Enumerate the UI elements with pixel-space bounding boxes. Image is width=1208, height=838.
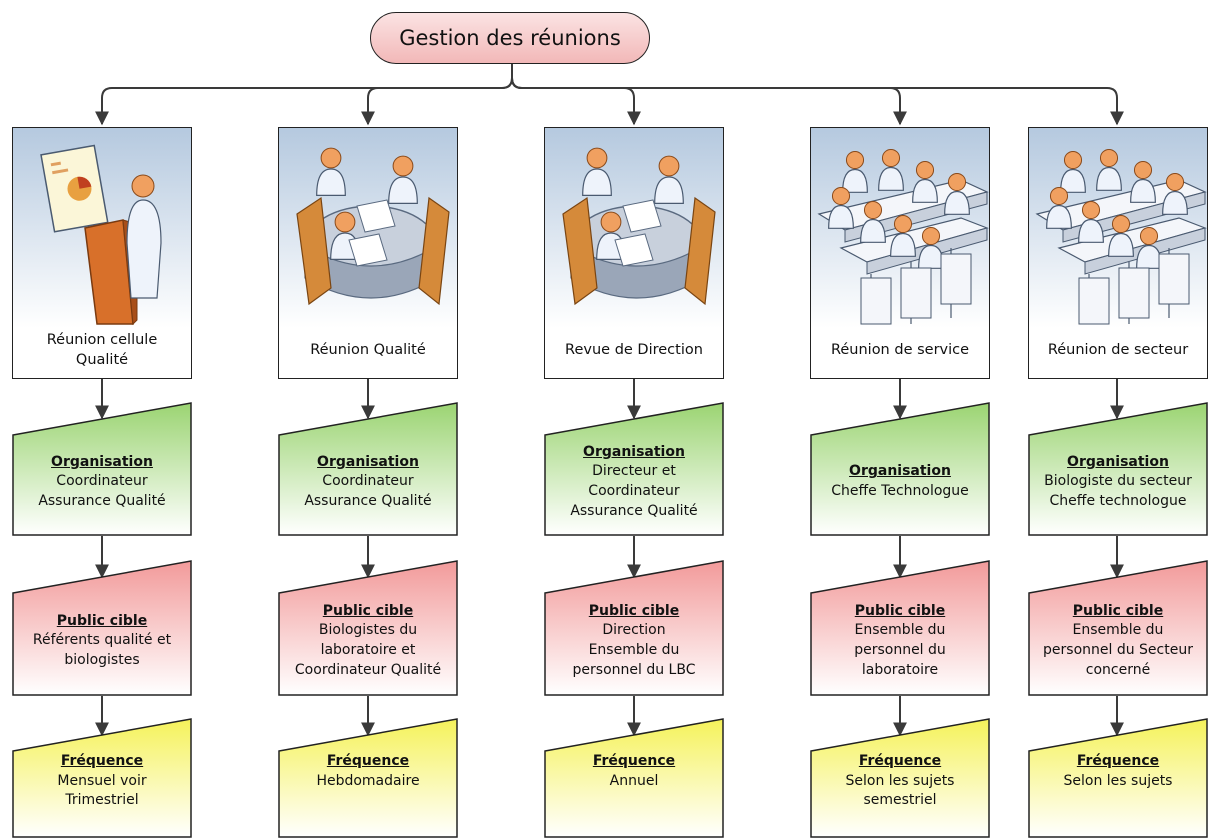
frequence-heading: Fréquence bbox=[60, 753, 144, 769]
frequence-box: Fréquence Hebdomadaire bbox=[278, 718, 458, 838]
organisation-heading: Organisation bbox=[583, 443, 685, 460]
organisation-box: Organisation Cheffe Technologue bbox=[810, 402, 990, 536]
meeting-name: Réunion de service bbox=[830, 342, 970, 359]
organisation-heading: Organisation bbox=[1067, 453, 1169, 470]
frequence-text: Hebdomadaire bbox=[316, 772, 420, 789]
round-table-meeting-icon bbox=[562, 147, 716, 306]
organisation-text: Biologiste du secteur Cheffe technologue bbox=[1044, 473, 1192, 509]
public-cible-heading: Public cible bbox=[56, 612, 148, 629]
frequence-text: Selon les sujets bbox=[1063, 772, 1173, 789]
public-cible-box: Public cible Direction Ensemble du perso… bbox=[544, 560, 724, 696]
meeting-column-4: Réunion de service Organisation Cheffe T… bbox=[810, 0, 990, 838]
organisation-box: Organisation Biologiste du secteur Cheff… bbox=[1028, 402, 1208, 536]
meeting-column-2: Réunion Qualité Organisation Coordinateu… bbox=[278, 0, 458, 838]
meeting-name: Réunion Qualité bbox=[310, 342, 426, 359]
organisation-text: Coordinateur Assurance Qualité bbox=[38, 473, 166, 509]
public-cible-heading: Public cible bbox=[1072, 602, 1164, 619]
organisation-text: Coordinateur Assurance Qualité bbox=[304, 473, 432, 509]
frequence-box: Fréquence Selon les sujets semestriel bbox=[810, 718, 990, 838]
organisation-box: Organisation Coordinateur Assurance Qual… bbox=[12, 402, 192, 536]
public-cible-text: Ensemble du personnel du Secteur concern… bbox=[1043, 622, 1193, 678]
audience-rows-icon bbox=[1035, 148, 1207, 325]
organisation-heading: Organisation bbox=[317, 453, 419, 470]
round-table-meeting-icon bbox=[296, 147, 450, 306]
public-cible-box: Public cible Biologistes du laboratoire … bbox=[278, 560, 458, 696]
diagram-title: Gestion des réunions bbox=[370, 12, 650, 64]
public-cible-heading: Public cible bbox=[588, 602, 680, 619]
meeting-card: Réunion de secteur bbox=[1028, 127, 1208, 379]
public-cible-heading: Public cible bbox=[322, 602, 414, 619]
public-cible-box: Public cible Ensemble du personnel du Se… bbox=[1028, 560, 1208, 696]
frequence-box: Fréquence Selon les sujets bbox=[1028, 718, 1208, 838]
frequence-text: Mensuel voir Trimestriel bbox=[57, 772, 147, 809]
meeting-card: Réunion de service bbox=[810, 127, 990, 379]
meeting-card: Réunion Qualité bbox=[278, 127, 458, 379]
meeting-name: Réunion de secteur bbox=[1047, 342, 1189, 359]
public-cible-text: Biologistes du laboratoire et Coordinate… bbox=[294, 622, 442, 678]
public-cible-heading: Public cible bbox=[854, 602, 946, 619]
frequence-heading: Fréquence bbox=[326, 753, 410, 769]
public-cible-box: Public cible Ensemble du personnel du la… bbox=[810, 560, 990, 696]
frequence-box: Fréquence Mensuel voir Trimestriel bbox=[12, 718, 192, 838]
meeting-name: Revue de Direction bbox=[565, 342, 703, 359]
frequence-text: Annuel bbox=[609, 772, 659, 789]
presenter-icon bbox=[40, 144, 162, 326]
public-cible-text: Direction Ensemble du personnel du LBC bbox=[572, 622, 696, 678]
public-cible-text: Référents qualité et biologistes bbox=[32, 632, 172, 668]
organisation-box: Organisation Directeur et Coordinateur A… bbox=[544, 402, 724, 536]
organisation-box: Organisation Coordinateur Assurance Qual… bbox=[278, 402, 458, 536]
organisation-heading: Organisation bbox=[51, 453, 153, 470]
public-cible-text: Ensemble du personnel du laboratoire bbox=[854, 622, 946, 678]
organisation-heading: Organisation bbox=[849, 463, 951, 480]
organisation-text: Directeur et Coordinateur Assurance Qual… bbox=[570, 463, 698, 519]
frequence-heading: Fréquence bbox=[858, 753, 942, 769]
meeting-card: Revue de Direction bbox=[544, 127, 724, 379]
frequence-heading: Fréquence bbox=[592, 753, 676, 769]
audience-rows-icon bbox=[817, 148, 989, 325]
organisation-text: Cheffe Technologue bbox=[831, 483, 969, 499]
frequence-heading: Fréquence bbox=[1076, 753, 1160, 769]
meeting-column-3: Revue de Direction Organisation Directeu… bbox=[544, 0, 724, 838]
meeting-column-5: Réunion de secteur Organisation Biologis… bbox=[1028, 0, 1208, 838]
frequence-text: Selon les sujets semestriel bbox=[845, 772, 955, 809]
frequence-box: Fréquence Annuel bbox=[544, 718, 724, 838]
public-cible-box: Public cible Référents qualité et biolog… bbox=[12, 560, 192, 696]
